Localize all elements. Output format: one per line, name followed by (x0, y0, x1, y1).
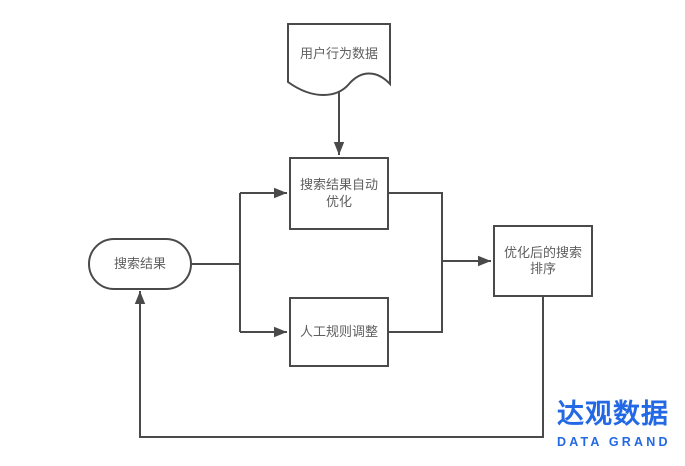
node-label: 优化后的搜索排序 (503, 244, 582, 276)
connector-feedback-loop (134, 291, 544, 438)
node-user-behavior-data: 用户行为数据 (288, 30, 390, 78)
connector-merge-vertical (389, 192, 443, 333)
node-auto-optimization: 搜索结果自动优化 (289, 157, 389, 230)
brand-subtitle: DATA GRAND (557, 435, 671, 449)
node-search-result: 搜索结果 (88, 238, 192, 290)
node-manual-rules: 人工规则调整 (289, 297, 389, 367)
node-label: 用户行为数据 (299, 45, 378, 61)
node-label: 搜索结果自动优化 (299, 177, 378, 209)
brand-logo: 达观数据 DATA GRAND (557, 392, 671, 449)
document-shape (287, 23, 391, 96)
node-label: 搜索结果 (113, 255, 166, 271)
brand-name: 达观数据 (557, 399, 669, 429)
node-label: 人工规则调整 (299, 323, 378, 339)
node-optimized-ranking: 优化后的搜索排序 (493, 225, 593, 297)
